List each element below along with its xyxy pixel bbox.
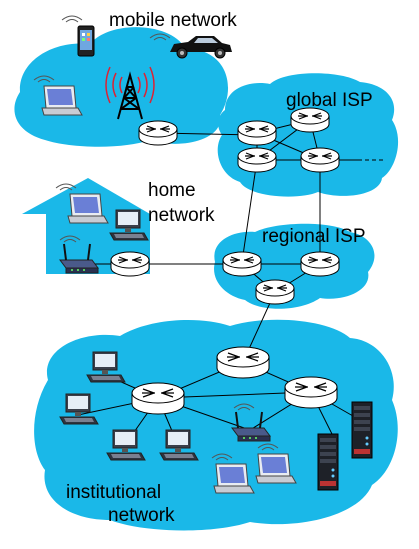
router-icon	[290, 107, 330, 133]
home-network-house	[22, 178, 150, 274]
router-icon	[110, 251, 150, 277]
server-rack-icon	[317, 433, 339, 491]
server-rack-icon	[351, 401, 373, 459]
home-network-label-line1: home	[148, 180, 196, 201]
router-icon	[300, 147, 340, 173]
router-icon	[237, 147, 277, 173]
router-icon	[255, 279, 295, 305]
global-isp-label: global ISP	[286, 90, 373, 111]
home-network-label-line2: network	[148, 205, 215, 226]
institutional-network-label-line2: network	[108, 505, 175, 526]
institutional-network-cloud	[34, 319, 398, 531]
institutional-network-label-line1: institutional	[66, 482, 161, 503]
mobile-network-label: mobile network	[109, 10, 237, 31]
router-icon	[300, 251, 340, 277]
car-icon	[170, 36, 232, 59]
router-icon	[138, 120, 178, 146]
cell-tower-icon	[105, 66, 155, 120]
router-icon	[131, 382, 185, 415]
router-icon	[222, 251, 262, 277]
phone-waves-icon	[61, 15, 83, 23]
router-icon	[237, 120, 277, 146]
mobile-network-cloud	[14, 27, 229, 147]
regional-isp-label: regional ISP	[262, 226, 366, 247]
smartphone-icon	[77, 25, 95, 57]
regional-isp-cloud	[214, 223, 375, 309]
router-icon	[216, 346, 270, 379]
router-icon	[284, 376, 338, 409]
